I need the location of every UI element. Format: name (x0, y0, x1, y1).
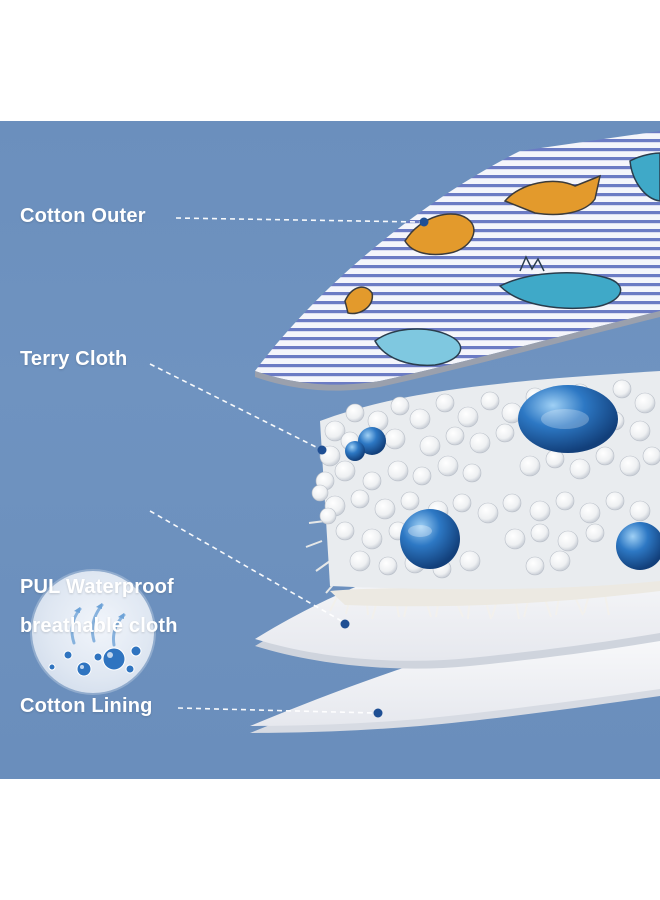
cotton-outer-layer (255, 131, 660, 391)
cotton-outer-label: Cotton Outer (20, 205, 146, 227)
pointer-dot-icon (340, 619, 350, 629)
pointer-dot-icons (317, 217, 429, 718)
terry-cloth-pointer (149, 363, 321, 450)
pul-waterproof-label: PUL Waterproof (20, 576, 174, 598)
water-drops (345, 385, 660, 570)
water-droplets-icon (32, 571, 154, 693)
cotton-lining-pointer (177, 707, 376, 714)
layer-illustration (149, 131, 660, 733)
pul-pointer (149, 510, 346, 624)
pul-breathable-label: breathable cloth (20, 615, 178, 637)
pointer-lines (149, 217, 421, 714)
cotton-lining-label: Cotton Lining (20, 695, 153, 717)
pointer-dot-icon (317, 445, 327, 455)
pointer-dot-icon (419, 217, 429, 227)
terry-cloth-balls (311, 371, 660, 590)
pointer-dot-icon (373, 708, 383, 718)
terry-cloth-label: Terry Cloth (20, 348, 128, 370)
cotton-outer-pointer (175, 217, 421, 223)
illustration-panel: Cotton Outer Terry Cloth PUL Waterproof … (0, 121, 660, 779)
